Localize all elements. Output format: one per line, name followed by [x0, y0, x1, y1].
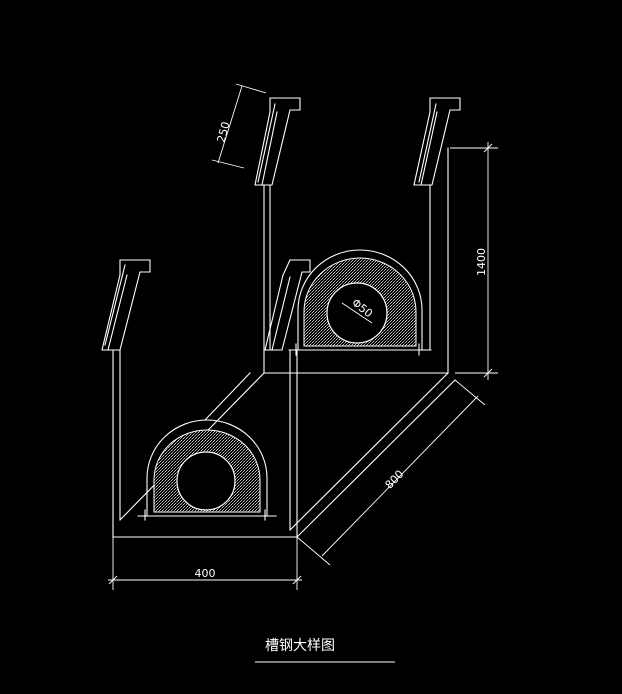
pipe-support-front: [137, 419, 277, 521]
dimension-bracket: [211, 83, 267, 169]
dimension-bracket-label: 250: [215, 120, 233, 144]
dimension-width: [108, 537, 302, 590]
channel-bracket-front-left: [101, 259, 151, 351]
dimension-height: [450, 142, 498, 380]
channel-bracket-back-right: [413, 97, 461, 186]
back-frame: [263, 147, 449, 374]
channel-bracket-back-left: [254, 97, 301, 186]
front-frame: [112, 349, 298, 538]
pipe-support-back: [288, 249, 432, 356]
dimension-depth-label: 800: [383, 468, 407, 492]
dimension-width-label: 400: [195, 567, 216, 580]
dimension-height-label: 1400: [475, 248, 488, 276]
dimension-depth: [296, 379, 486, 566]
pipe-front: [176, 451, 236, 511]
drawing-title: 槽钢大样图: [265, 638, 335, 654]
channel-bracket-front-right: [264, 259, 311, 351]
